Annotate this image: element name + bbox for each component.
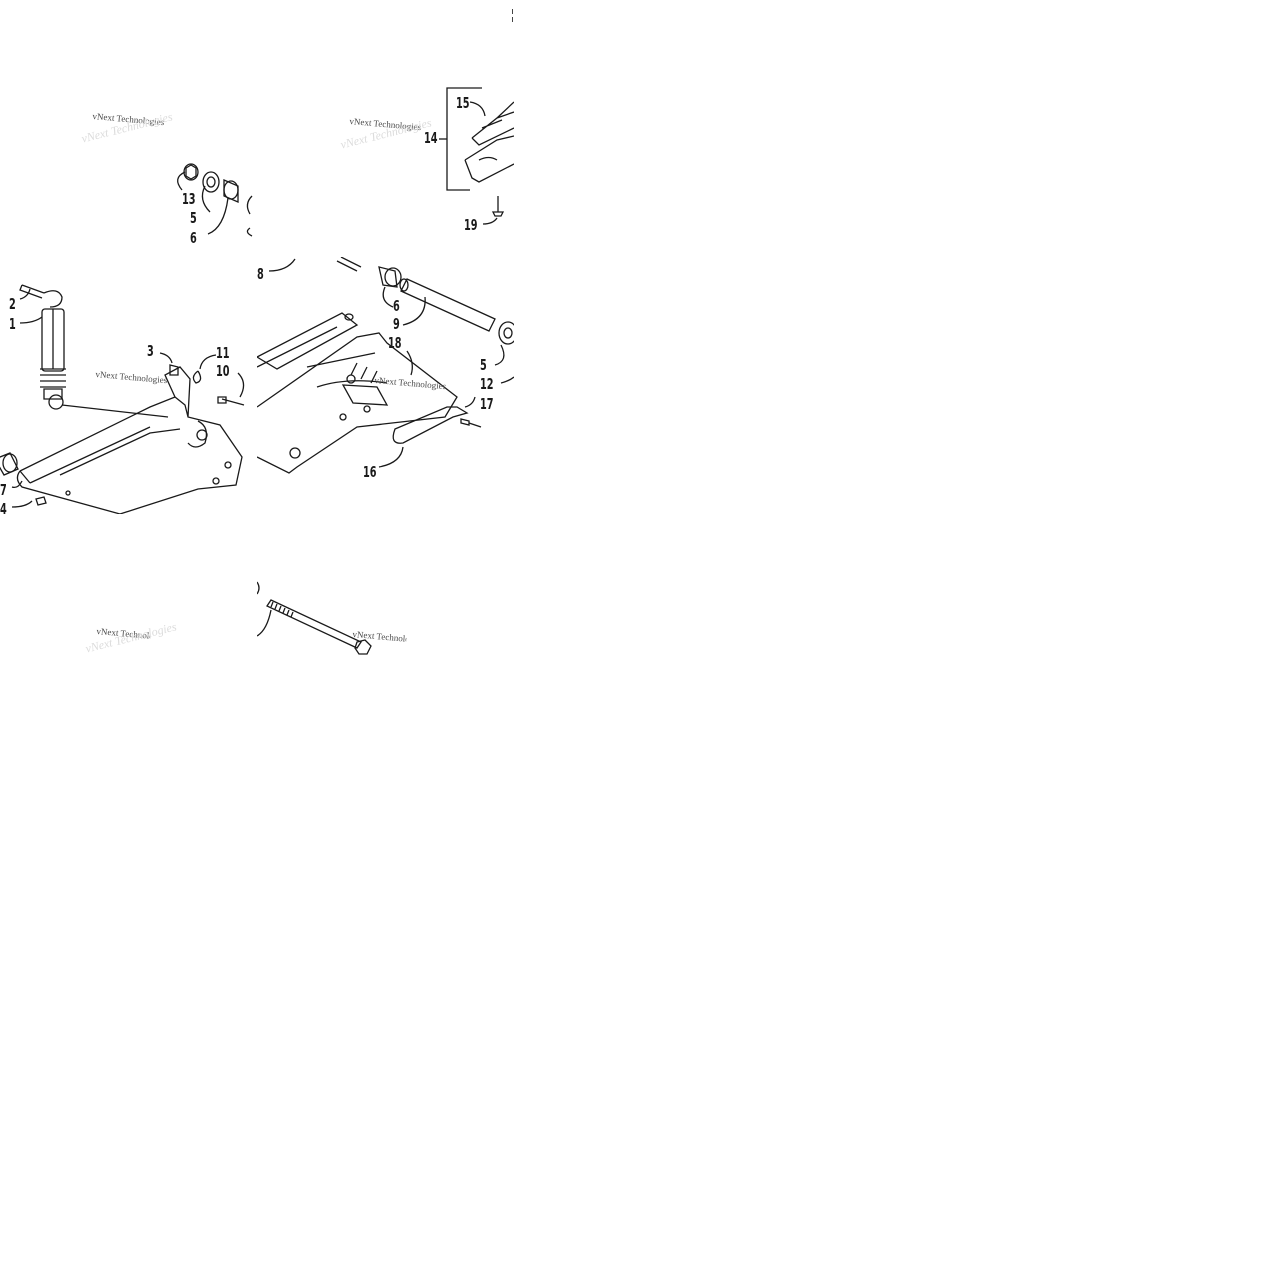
shock-1-top-eye <box>43 290 63 308</box>
leader-11 <box>199 354 217 370</box>
shock-1-spring <box>40 368 66 388</box>
slide-16 <box>392 406 469 444</box>
swing-arm <box>19 366 243 514</box>
leader-9 <box>402 296 426 326</box>
screw-19 <box>491 196 505 217</box>
callout-18: 18 <box>388 334 402 352</box>
leader-16 <box>378 446 404 468</box>
leader-5 <box>494 344 505 366</box>
bolt-2 <box>19 284 45 299</box>
clip-11 <box>192 370 202 384</box>
plate-part <box>464 135 514 183</box>
leader-10 <box>237 372 245 398</box>
tile-bottom-middle: vNext Technologies <box>257 514 514 771</box>
washer-5-part <box>202 171 220 193</box>
callout-9: 9 <box>393 315 400 333</box>
washer-5-hole <box>206 176 216 188</box>
bushing-6-part <box>378 266 398 288</box>
leader-4 <box>11 500 33 508</box>
shock-to-bracket-line <box>61 404 169 418</box>
callout-16: 16 <box>363 463 377 481</box>
shaft-part <box>336 257 362 272</box>
callout-3: 3 <box>147 342 154 360</box>
tile-top-middle-drawing <box>439 87 514 225</box>
callout-13: 13 <box>182 190 196 208</box>
callout-5: 5 <box>190 209 197 227</box>
partial-callout-edge <box>257 581 260 595</box>
tile-top-left-drawing <box>177 163 253 237</box>
leader-7 <box>11 480 23 489</box>
shaft <box>16 470 121 514</box>
axle-9 <box>400 278 496 332</box>
leader-17 <box>464 396 476 408</box>
callout-14: 14 <box>424 129 438 147</box>
leader-3 <box>159 352 173 364</box>
leader-13 <box>177 171 186 191</box>
callout-4: 4 <box>0 500 7 515</box>
callout-17: 17 <box>480 395 494 413</box>
tile-middle-left-drawing <box>0 284 245 514</box>
fitting-17 <box>460 418 470 426</box>
long-bolt <box>266 599 362 649</box>
long-bolt-head <box>354 639 372 655</box>
callout-8: 8 <box>257 265 264 283</box>
callout-12: 12 <box>480 375 494 393</box>
fitting-4 <box>35 496 47 506</box>
leader-6 <box>382 286 394 308</box>
callout-11: 11 <box>216 344 230 362</box>
tile-center: vNext Technologies 8 6 9 18 5 12 17 16 <box>257 257 514 514</box>
long-bolt-threads <box>270 601 294 618</box>
watermark-ghost: vNext Technologies <box>84 619 178 656</box>
rail-left <box>257 312 359 370</box>
bolt-10 <box>217 396 245 406</box>
tile-bottom-middle-drawing <box>257 581 372 655</box>
callout-10: 10 <box>216 362 230 380</box>
callout-7: 7 <box>0 481 7 499</box>
tile-top-left: vNext Technologies vNext Technologies 13… <box>0 0 257 257</box>
shock-1-lower <box>43 388 63 400</box>
callout-6: 6 <box>190 229 197 247</box>
callout-19: 19 <box>464 216 478 234</box>
leader-18 <box>406 350 413 376</box>
corner-mark <box>512 9 513 22</box>
partial-part-edge <box>246 195 253 237</box>
tile-middle-left: vNext Technologies 2 1 3 11 10 7 4 <box>0 257 257 514</box>
leader-2 <box>19 288 31 300</box>
nut-13-hex <box>185 164 197 180</box>
leader-1 <box>19 316 43 324</box>
leader-15 <box>469 101 486 117</box>
leader-6 <box>207 197 229 235</box>
callout-5: 5 <box>480 356 487 374</box>
tile-top-middle: vNext Technologies vNext Technologies 15… <box>257 0 514 257</box>
callout-1: 1 <box>9 315 16 333</box>
washer-5-part <box>498 321 514 345</box>
leader-12 <box>500 376 514 384</box>
tube-7 <box>0 452 19 476</box>
leader-19 <box>482 217 498 225</box>
leader-5 <box>201 185 211 213</box>
tile-bottom-left: vNext Technologies vNext Technologies <box>0 514 257 771</box>
leader-long-bolt <box>257 609 272 637</box>
callout-6: 6 <box>393 297 400 315</box>
tile-center-drawing <box>257 257 514 474</box>
callout-15: 15 <box>456 94 470 112</box>
slider-15-part <box>471 101 514 146</box>
leader-8 <box>268 258 296 272</box>
callout-2: 2 <box>9 295 16 313</box>
